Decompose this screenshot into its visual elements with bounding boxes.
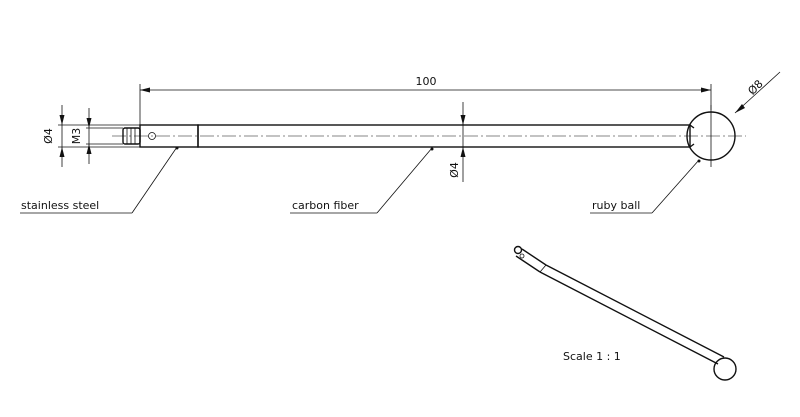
carbon-fiber-label: carbon fiber xyxy=(292,199,359,212)
thread-size-text: M3 xyxy=(70,128,83,145)
mid-shaft-diameter-dimension: Ø4 xyxy=(448,102,466,182)
ball-diameter-text: Ø8 xyxy=(745,77,765,97)
cross-hole xyxy=(148,132,156,140)
scale-note: Scale 1 : 1 xyxy=(563,350,621,363)
iso-ruby-ball xyxy=(713,357,737,381)
ruby-ball-label: ruby ball xyxy=(592,199,640,212)
left-shaft-diameter-text: Ø4 xyxy=(42,128,55,144)
label-stainless-steel: stainless steel xyxy=(20,146,179,214)
ball-diameter-dimension: Ø8 xyxy=(734,71,781,114)
label-carbon-fiber: carbon fiber xyxy=(290,147,434,214)
label-ruby-ball: ruby ball xyxy=(590,159,701,214)
mid-shaft-diameter-text: Ø4 xyxy=(448,162,461,178)
stylus-side-view xyxy=(112,105,746,167)
stainless-steel-label: stainless steel xyxy=(21,199,99,212)
left-diameter-dimensions: Ø4 M3 xyxy=(42,105,140,167)
length-dimension: 100 xyxy=(139,75,712,125)
length-dimension-text: 100 xyxy=(416,75,437,88)
stylus-isometric-view xyxy=(513,245,737,381)
